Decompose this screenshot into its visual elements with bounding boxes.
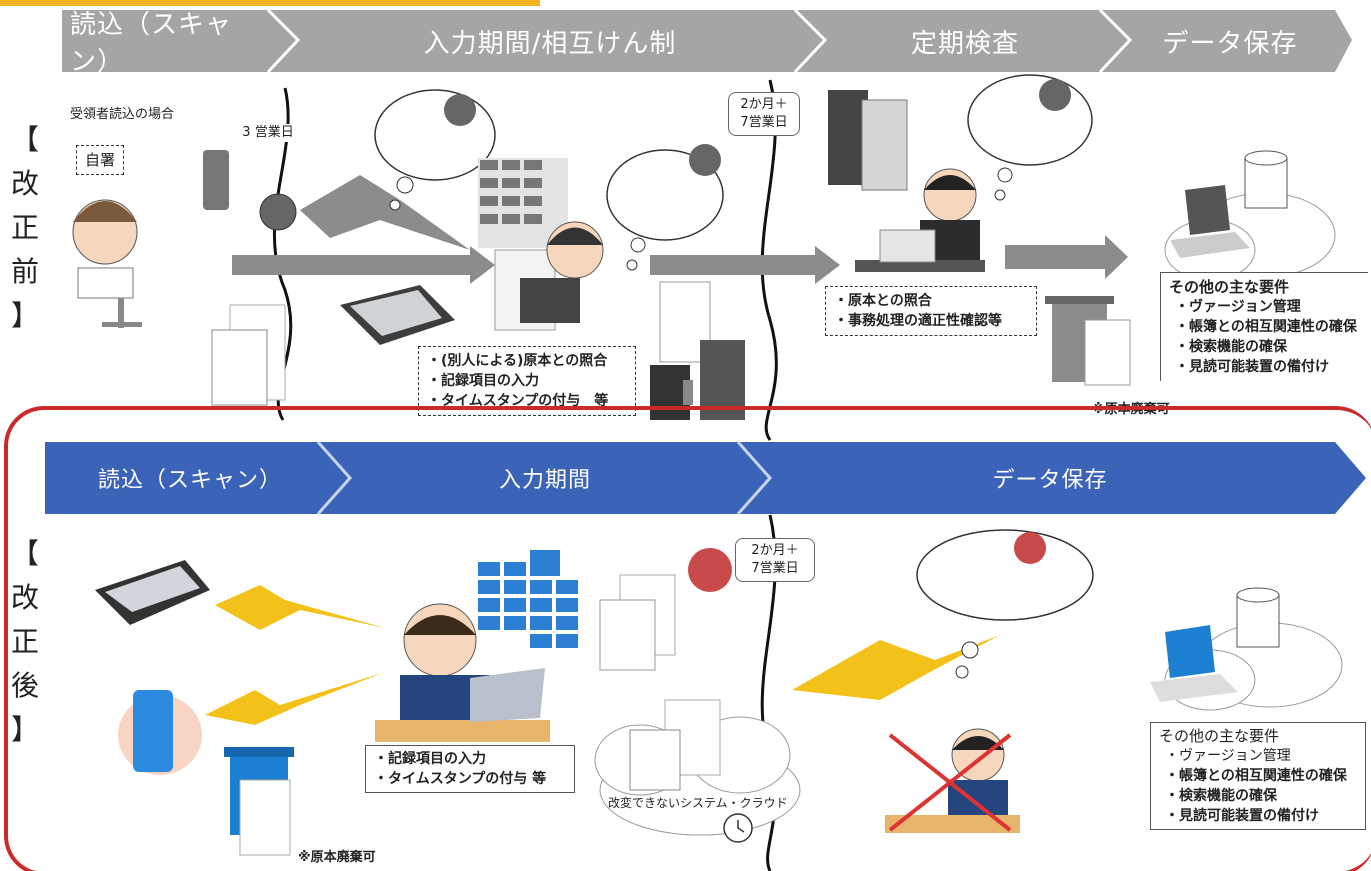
thought-bubble-icon (967, 74, 1093, 201)
after-stage-input: 入力期間 (350, 442, 740, 514)
before-stage-storage: データ保存 (1130, 10, 1330, 72)
inspector-icon (855, 168, 985, 272)
stage-label: 読込（スキャン） (70, 10, 233, 77)
receipt-icon (659, 281, 711, 363)
after-disposal-note: ※原本廃棄可 (298, 850, 376, 865)
timeline-line (760, 79, 778, 441)
deadline-badge: 2か月＋ 7営業日 (735, 538, 815, 582)
requirement-item: ・見読可能装置の備付け (1165, 808, 1319, 824)
stage-label: 定期検査 (910, 28, 1019, 59)
before-input-steps: ・(別人による)原本との照合 ・記録項目の入力 ・タイムスタンプの付与 等 (418, 346, 636, 416)
after-side-label: 【 改 正 後 】 (8, 532, 42, 752)
thought-bubble-icon (916, 529, 1094, 679)
binder-icon (828, 90, 908, 191)
lightning-icon (792, 635, 1000, 700)
before-side-label: 【 改 正 前 】 (8, 118, 42, 338)
requirement-item: ・ヴァージョン管理 (1165, 748, 1291, 764)
receipt-icon (211, 329, 268, 406)
cloud-storage-icon (1164, 150, 1336, 281)
seal-icon (259, 193, 297, 231)
after-input-steps: ・記録項目の入力 ・タイムスタンプの付与 等 (365, 745, 575, 793)
side-char: 正 (10, 211, 39, 244)
arrow-icon (232, 246, 495, 284)
step-item: ・事務処理の適正性確認等 (834, 313, 1002, 329)
bracket: 【 (10, 123, 39, 156)
lightning-icon (300, 175, 470, 250)
step-item: ・原本との照合 (834, 293, 932, 309)
receipt-icon (599, 599, 656, 671)
after-stage-storage: データ保存 (770, 442, 1330, 514)
scanner-icon (95, 560, 210, 625)
receipt-icon (239, 779, 291, 856)
step-item: ・タイムスタンプの付与 等 (427, 393, 609, 409)
stage-label: 入力期間/相互けん制 (423, 28, 677, 59)
side-char: 改 (10, 167, 39, 200)
step-item: ・タイムスタンプの付与 等 (374, 771, 547, 787)
before-stage-inspection: 定期検査 (830, 10, 1100, 72)
cloud-storage-icon (1150, 587, 1343, 711)
bracket: 【 (10, 537, 39, 570)
stage-label: データ保存 (992, 468, 1108, 493)
building-icon (475, 550, 580, 698)
receipt-icon (1084, 319, 1131, 386)
requirement-item: ・帳簿との相互関連性の確保 (1165, 768, 1347, 784)
after-section-frame (4, 406, 1371, 871)
bracket: 】 (10, 299, 39, 332)
requirements-title: その他の主な要件 (1159, 727, 1280, 745)
stressed-worker-icon (478, 158, 604, 331)
side-char: 改 (10, 581, 39, 614)
deadline-text: 2か月＋ (751, 543, 799, 558)
deadline-badge: 3 営業日 (233, 124, 303, 142)
side-char: 正 (10, 625, 39, 658)
after-requirements: その他の主な要件 ・ヴァージョン管理 ・帳簿との相互関連性の確保 ・検索機能の確… (1150, 722, 1366, 830)
arrow-icon (1005, 235, 1128, 279)
stage-label: 入力期間 (498, 468, 591, 493)
side-char: 後 (10, 669, 39, 702)
crossed-out-inspector-icon (885, 728, 1020, 833)
self-sign-box: 自署 (76, 145, 125, 175)
lightning-icon (205, 672, 385, 725)
cloud-label: 改変できないシステム・クラウド (608, 796, 788, 810)
thought-bubble-icon (374, 89, 496, 211)
recipient-note: 受領者読込の場合 (70, 107, 175, 122)
office-worker-icon (375, 603, 550, 742)
requirement-item: ・検索機能の確保 (1165, 788, 1277, 804)
requirement-item: ・ヴァージョン管理 (1175, 299, 1301, 315)
before-inspection-steps: ・原本との照合 ・事務処理の適正性確認等 (825, 286, 1037, 336)
bracket: 】 (10, 713, 39, 746)
deadline-text: 3 営業日 (242, 125, 294, 140)
smartphone-icon (118, 690, 202, 775)
bottle-icon (683, 380, 693, 405)
arrow-icon (650, 246, 840, 284)
step-item: ・(別人による)原本との照合 (427, 353, 608, 369)
side-char: 前 (10, 255, 39, 288)
requirements-title: その他の主な要件 (1169, 278, 1290, 296)
deadline-badge: 2か月＋ 7営業日 (728, 92, 800, 136)
deadline-text: 2か月＋ (740, 97, 788, 112)
step-item: ・記録項目の入力 (427, 373, 539, 389)
step-item: ・記録項目の入力 (374, 751, 486, 767)
timestamp-seal-icon (688, 548, 732, 592)
before-requirements: その他の主な要件 ・ヴァージョン管理 ・帳簿との相互関連性の確保 ・検索機能の確… (1160, 272, 1368, 381)
before-stage-scan: 読込（スキャン） (70, 10, 270, 77)
after-stage-scan: 読込（スキャン） (60, 442, 320, 514)
scanner-icon (340, 285, 455, 345)
top-accent-bar (0, 0, 540, 6)
requirement-item: ・見読可能装置の備付け (1175, 359, 1329, 375)
deadline-text: 7営業日 (740, 115, 788, 130)
person-icon (72, 199, 142, 328)
requirement-item: ・帳簿との相互関連性の確保 (1175, 319, 1357, 335)
receipt-icon (629, 729, 681, 791)
stage-label: データ保存 (1162, 28, 1298, 59)
deadline-text: 7営業日 (751, 561, 799, 576)
thought-bubble-icon (606, 144, 724, 271)
before-stage-input: 入力期間/相互けん制 (300, 10, 800, 72)
lightning-icon (215, 585, 385, 630)
requirement-item: ・検索機能の確保 (1175, 339, 1287, 355)
phone-icon (203, 150, 229, 210)
stage-label: 読込（スキャン） (97, 468, 282, 493)
